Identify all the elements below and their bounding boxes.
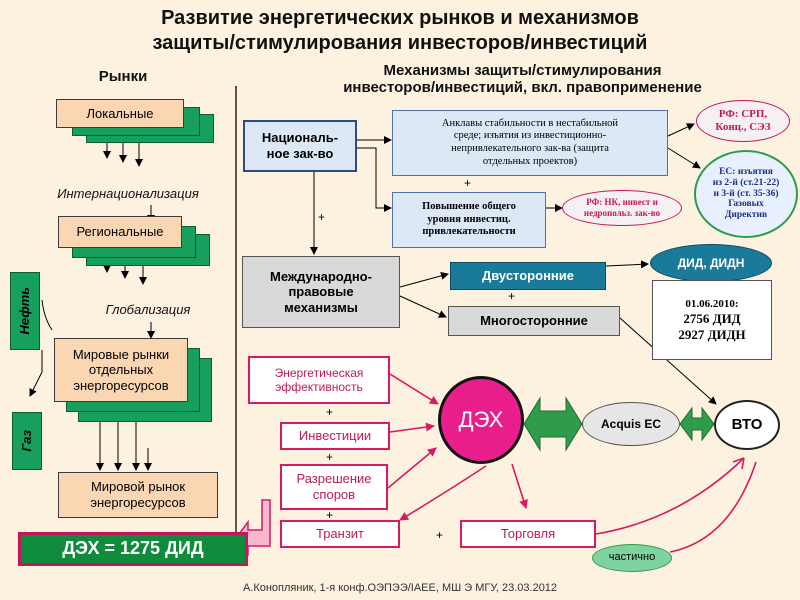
arrow-trade-wto-head	[732, 457, 745, 470]
oil-tail	[41, 299, 53, 331]
world-markets-line3: энергоресурсов	[73, 377, 169, 393]
energy-eff-line2: эффективность	[275, 380, 363, 394]
enclaves-line2: среде; изъятия из инвестиционно-	[453, 130, 607, 142]
enclaves-line3: непривлекательного зак-ва (защита	[451, 143, 609, 154]
energy-eff-line1: Энергетическая	[274, 365, 364, 380]
rf-nk-line1: РФ: НК, инвест и	[586, 197, 658, 208]
arrow-intl-bilateral	[399, 271, 449, 288]
enclaves-line1: Анклавы стабильности в нестабильной	[441, 117, 619, 129]
stats-date: 01.06.2010:	[685, 297, 739, 310]
rf-srp-ellipse: РФ: СРП, Конц., СЭЗ	[696, 100, 790, 142]
rf-nk-line2: недропольз. зак-во	[583, 208, 661, 218]
stats-did: 2756 ДИД	[683, 311, 741, 326]
regional-markets-box: Региональные	[58, 216, 182, 248]
intl-line1: Международно-	[270, 268, 372, 284]
intl-line3: механизмы	[284, 299, 358, 315]
national-legislation-box: Националь- ное зак-во	[243, 120, 357, 172]
gas-label: Газ	[19, 430, 35, 452]
plus-eff-inv: +	[326, 405, 334, 419]
ec-line1: ЕС: изъятия	[719, 166, 773, 177]
plus-enclaves: +	[464, 176, 472, 190]
multilateral-box: Многосторонние	[448, 306, 620, 336]
oil-label: Нефть	[17, 287, 33, 335]
arrow-dekh-trade	[511, 463, 528, 509]
plus-bilateral: +	[508, 289, 516, 303]
did-stats-box: 01.06.2010: 2756 ДИД 2927 ДИДН	[652, 280, 772, 360]
rf-srp-line2: Конц., СЭЗ	[715, 121, 771, 133]
plus-disputes-transit: +	[326, 508, 334, 522]
arrow-trade-wto	[595, 457, 745, 535]
energy-efficiency-box: Энергетическая эффективность	[248, 356, 390, 404]
globalization-label: Глобализация	[105, 302, 191, 317]
double-arrow-acquis-wto	[679, 406, 715, 442]
ec-line5: Директив	[724, 210, 768, 221]
dekh-count-badge: ДЭХ = 1275 ДИД	[18, 532, 248, 566]
improve-line1: Повышение общего	[422, 201, 516, 213]
national-line2: ное зак-во	[266, 146, 334, 161]
local-markets-box: Локальные	[56, 99, 184, 128]
gas-label-box: Газ	[12, 412, 42, 470]
arrow-intl-multilateral	[399, 295, 447, 318]
ec-line4: Газовых	[728, 199, 764, 210]
double-arrow-dekh-acquis	[523, 396, 583, 452]
world-markets-line2: отдельных	[88, 362, 154, 378]
oil-label-box: Нефть	[10, 272, 40, 350]
improve-line3: привлекательности	[422, 226, 516, 238]
world-markets-box: Мировые рынки отдельных энергоресурсов	[54, 338, 188, 402]
arrow-national-improve	[357, 147, 392, 212]
arrow-bilateral-did	[605, 260, 649, 269]
global-market-line1: Мировой рынок	[90, 479, 186, 495]
plus-transit-trade: +	[436, 528, 444, 542]
plus-national-intl: +	[318, 210, 326, 224]
intl-legal-box: Международно- правовые механизмы	[242, 256, 400, 328]
bilateral-box: Двусторонние	[450, 262, 606, 290]
enclaves-box: Анклавы стабильности в нестабильной сред…	[392, 110, 668, 176]
dekh-circle: ДЭХ	[438, 376, 524, 464]
ec-line2: из 2-й (ст.21-22)	[712, 177, 780, 188]
arrow-dekh-transit	[399, 465, 487, 521]
slide-title-line1: Развитие энергетических рынков и механиз…	[161, 7, 639, 29]
intl-line2: правовые	[288, 284, 354, 300]
arrow-eff-dekh	[389, 373, 439, 405]
global-market-box: Мировой рынок энергоресурсов	[58, 472, 218, 518]
rf-nk-ellipse: РФ: НК, инвест и недропольз. зак-во	[562, 190, 682, 226]
did-didn-badge: ДИД, ДИДН	[650, 244, 772, 282]
global-market-line2: энергоресурсов	[90, 495, 186, 510]
improve-line2: уровня инвестиц.	[427, 213, 511, 225]
internationalization-label: Интернационализация	[57, 186, 199, 201]
dispute-resolution-box: Разрешение споров	[280, 464, 388, 510]
arrow-enclaves-rfsrp	[667, 123, 695, 137]
enclaves-line4: отдельных проектов)	[482, 155, 578, 167]
rf-srp-line1: РФ: СРП,	[718, 107, 768, 120]
mechanisms-heading-line1: Механизмы защиты/стимулирования	[383, 62, 662, 79]
improve-attractiveness-box: Повышение общего уровня инвестиц. привле…	[392, 192, 546, 248]
mechanisms-heading-line2: инвесторов/инвестиций, вкл. правопримене…	[343, 79, 702, 96]
arrow-disputes-dekh	[387, 447, 437, 489]
markets-heading: Рынки	[98, 68, 148, 85]
wto-circle: ВТО	[714, 400, 780, 450]
footer-credit: А.Конопляник, 1-я конф.ОЭПЭЭ/IAEE, МШ Э …	[242, 582, 558, 594]
arrow-inv-dekh	[389, 422, 435, 433]
partially-ellipse: частично	[592, 544, 672, 572]
ec-line3: и 3-й (ст. 35-36)	[713, 188, 779, 199]
stats-didn: 2927 ДИДН	[678, 326, 746, 342]
disputes-line2: споров	[312, 487, 356, 502]
arrow-multilateral-wto	[619, 317, 717, 405]
acquis-ec-ellipse: Acquis EC	[582, 402, 680, 446]
world-markets-line1: Мировые рынки	[72, 346, 170, 362]
slide-title-line2: защиты/стимулирования инвесторов/инвести…	[152, 32, 648, 54]
plus-inv-disputes: +	[326, 450, 334, 464]
investments-box: Инвестиции	[280, 422, 390, 450]
disputes-line1: Разрешение	[296, 471, 372, 487]
transit-box: Транзит	[280, 520, 400, 548]
arrow-enclaves-ec	[667, 147, 701, 169]
national-line1: Националь-	[261, 130, 339, 146]
ec-directives-ellipse: ЕС: изъятия из 2-й (ст.21-22) и 3-й (ст.…	[694, 150, 798, 238]
arrow-partial-wto	[669, 461, 757, 553]
arrow-oil-to-gas	[29, 350, 43, 397]
trade-box: Торговля	[460, 520, 596, 548]
